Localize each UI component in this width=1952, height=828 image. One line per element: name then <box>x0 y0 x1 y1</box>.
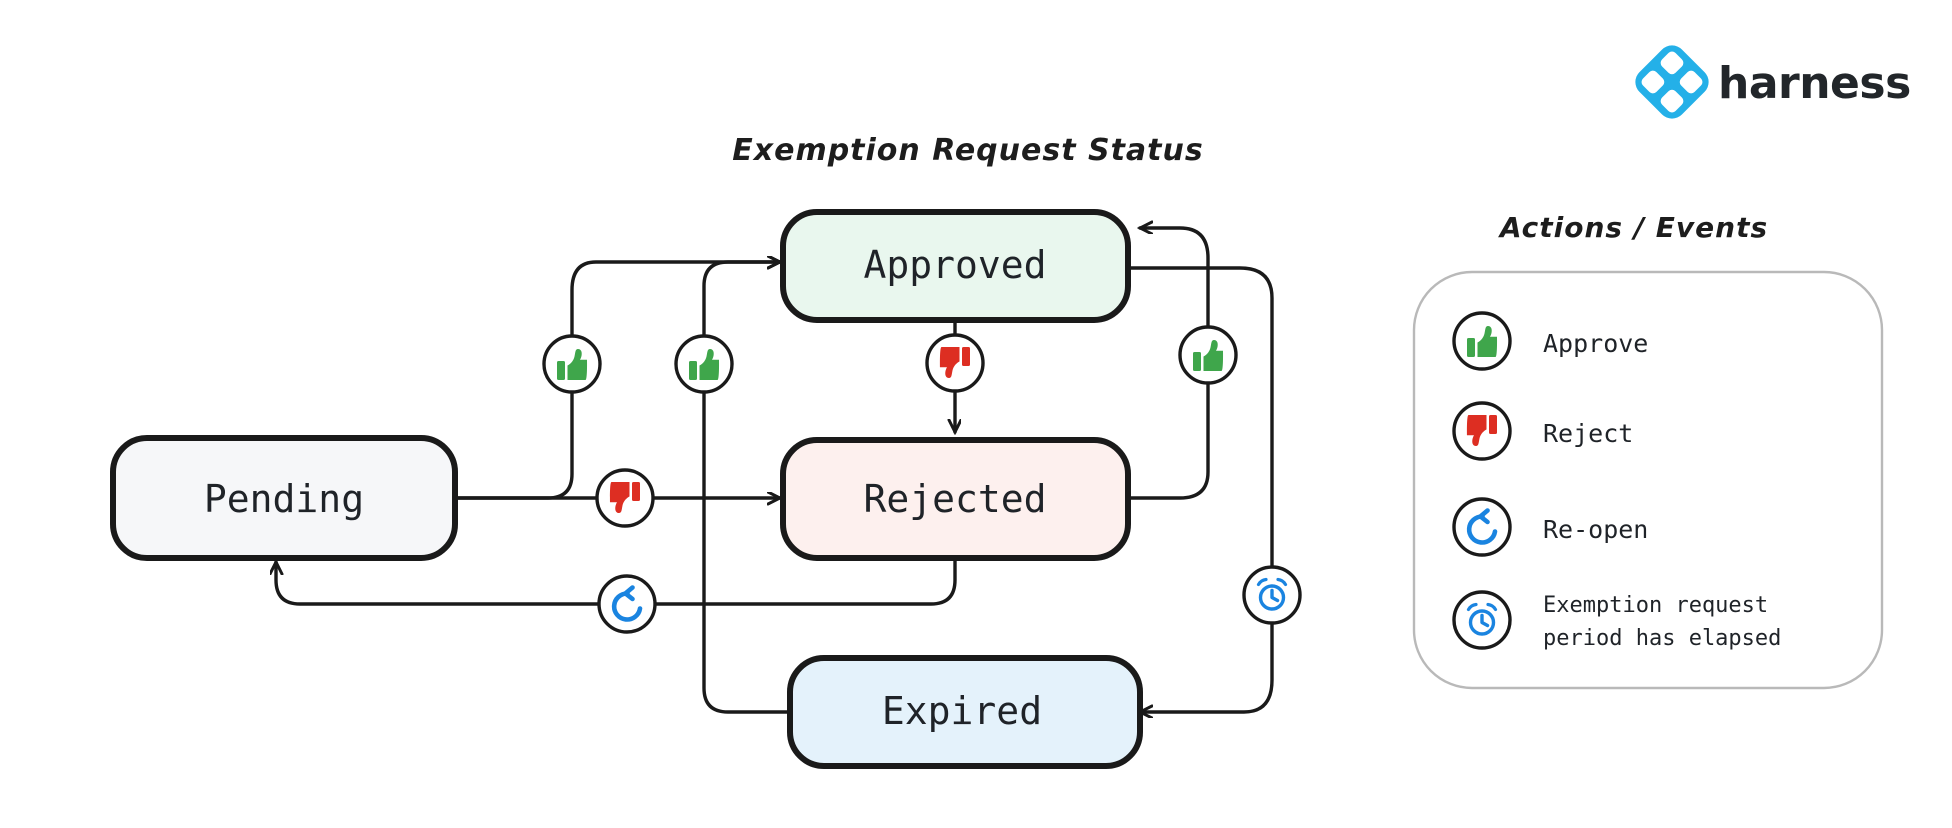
node-rejected-box[interactable] <box>780 437 1131 561</box>
legend-item-elapsed[interactable]: Exemption request period has elapsed <box>1452 590 1781 651</box>
node-approved-box[interactable] <box>780 209 1131 323</box>
legend-item-approve-label: Approve <box>1543 329 1648 358</box>
harness-wordmark: harness <box>1718 58 1911 109</box>
legend-panel <box>1412 270 1884 690</box>
edge-pending-to-approved <box>453 262 780 500</box>
legend-item-reopen-label: Re-open <box>1543 515 1648 544</box>
node-pending[interactable]: Pending <box>110 435 458 561</box>
harness-logo[interactable]: harness <box>1630 40 1911 125</box>
legend-item-elapsed-label-line2: period has elapsed <box>1543 626 1781 651</box>
edge-badge-reject-approved[interactable] <box>925 333 985 393</box>
node-approved[interactable]: Approved <box>780 209 1131 323</box>
node-expired-label: Expired <box>882 689 1042 733</box>
legend-item-reject-label: Reject <box>1543 419 1633 448</box>
node-expired[interactable]: Expired <box>787 655 1143 769</box>
edge-badge-approve-pending[interactable] <box>542 334 602 394</box>
node-approved-label: Approved <box>863 243 1046 287</box>
edge-expired-to-approved <box>702 262 792 714</box>
diagram-title: Exemption Request Status <box>732 133 1203 168</box>
edge-badge-reopen[interactable] <box>597 574 657 634</box>
legend-title: Actions / Events <box>1498 211 1768 244</box>
edge-badge-elapsed[interactable] <box>1242 565 1302 625</box>
harness-diamond-logo-icon <box>1635 45 1709 119</box>
edge-approved-to-expired <box>1126 266 1274 712</box>
node-rejected-label: Rejected <box>863 477 1046 521</box>
node-rejected[interactable]: Rejected <box>780 437 1131 561</box>
node-pending-box[interactable] <box>110 435 458 561</box>
node-expired-box[interactable] <box>787 655 1143 769</box>
edge-badge-approve-expired[interactable] <box>674 334 734 394</box>
node-pending-label: Pending <box>204 477 364 521</box>
legend-item-reject[interactable]: Reject <box>1452 401 1633 461</box>
legend-item-reopen[interactable]: Re-open <box>1452 497 1648 557</box>
edge-badge-approve-rejected[interactable] <box>1178 325 1238 385</box>
legend-item-approve[interactable]: Approve <box>1452 311 1648 371</box>
edge-badge-reject-pending[interactable] <box>595 468 655 528</box>
legend-item-elapsed-label-line1: Exemption request <box>1543 593 1768 618</box>
